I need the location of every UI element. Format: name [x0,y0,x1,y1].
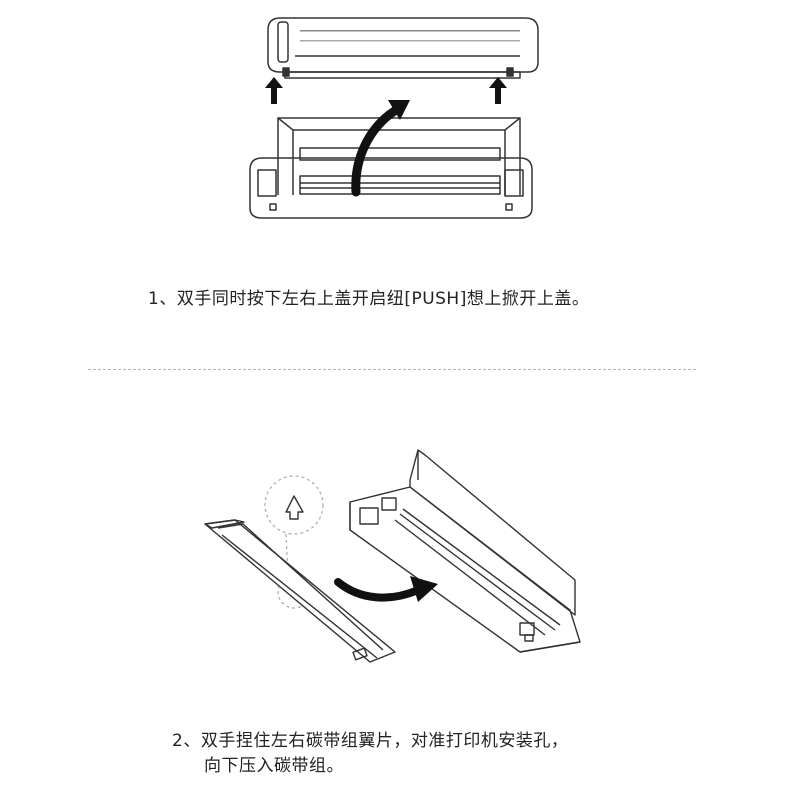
step2-caption-line1: 2、双手捏住左右碳带组翼片，对准打印机安装孔， [172,731,569,751]
step2-illustration [0,430,800,690]
curved-arrow-icon [351,100,410,197]
step2-caption-line2: 向下压入碳带组。 [204,756,344,776]
step1-illustration [0,0,800,260]
printer-open-body [249,117,533,219]
push-hint-arrow-icon [285,495,304,520]
printer-open-body [349,449,581,653]
ribbon-cartridge [204,519,396,663]
printer-lid [267,17,539,79]
section-divider [88,369,696,370]
step1-caption: 1、双手同时按下左右上盖开启纽[PUSH]想上掀开上盖。 [148,289,590,309]
curved-arrow-icon [334,576,438,602]
arrow-up-icon [265,77,507,104]
